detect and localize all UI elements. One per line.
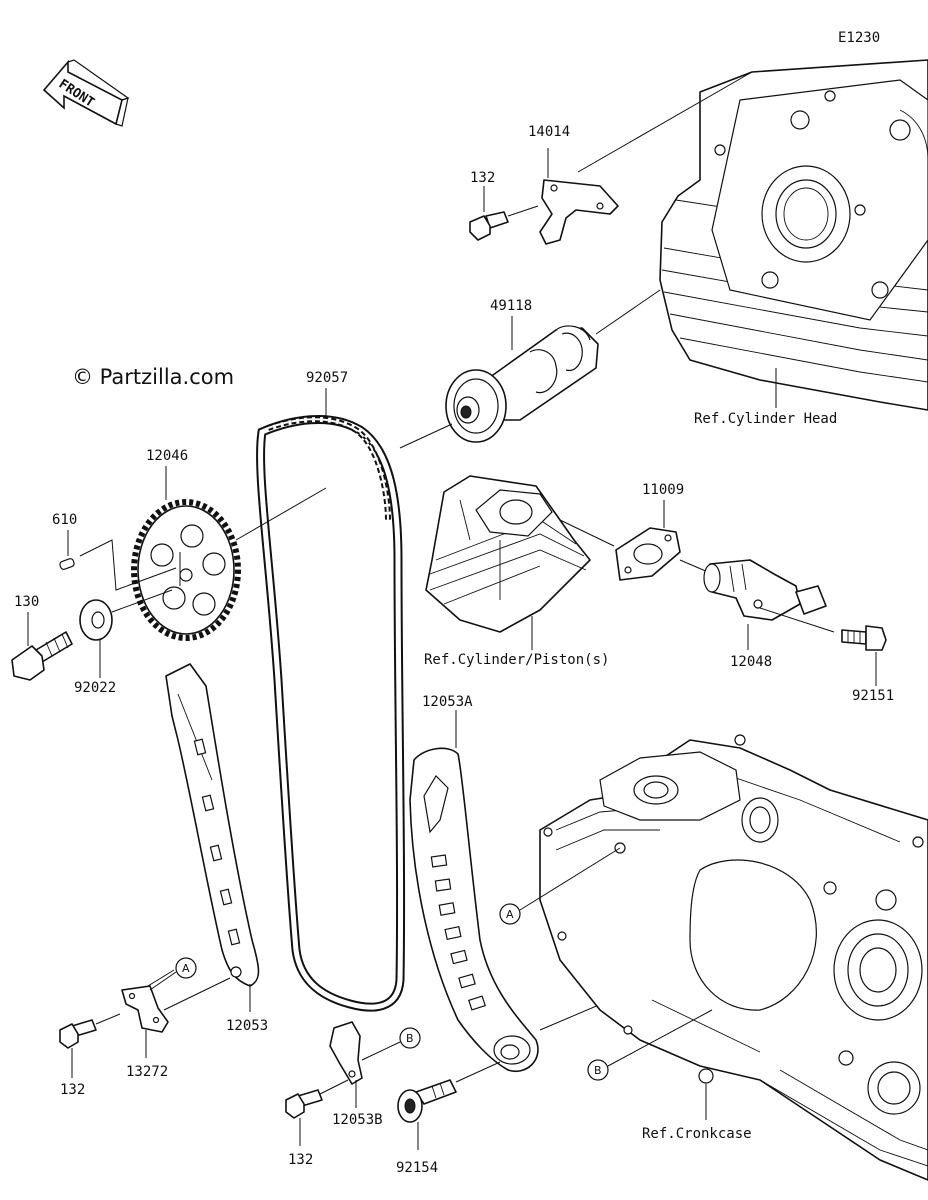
part-92022-washer [79,599,113,641]
part-12053a-chain-guide [409,747,539,1073]
part-label-92022: 92022 [74,680,116,696]
svg-text:A: A [506,908,514,921]
part-12046-cam-sprocket [131,499,241,641]
svg-text:B: B [406,1032,414,1045]
part-14014-cover-bracket [539,179,619,245]
part-label-92151: 92151 [852,688,894,704]
part-132-bolt-bottom [285,1089,323,1119]
front-arrow-icon: FRONT [42,59,130,127]
part-92057-cam-chain [256,415,406,1012]
diagram-code: E1230 [838,30,880,46]
part-label-13272: 13272 [126,1064,168,1080]
part-11009-gasket [615,527,681,581]
svg-text:B: B [594,1064,602,1077]
reference-marker-a-right: A [499,903,521,925]
part-label-610: 610 [52,512,77,528]
part-label-12048: 12048 [730,654,772,670]
part-12053-chain-guide [165,663,260,987]
crankcase-illustration [539,734,928,1181]
part-132-bolt-left [59,1019,97,1049]
part-label-12053: 12053 [226,1018,268,1034]
reference-marker-a-left: A [175,957,197,979]
part-label-11009: 11009 [642,482,684,498]
part-label-12053a: 12053A [422,694,473,710]
part-label-92154: 92154 [396,1160,438,1176]
part-12053b-bracket [329,1021,363,1085]
part-13272-plate [121,985,169,1033]
part-label-132-bottom: 132 [288,1152,313,1168]
part-label-132-top: 132 [470,170,495,186]
part-label-49118: 49118 [490,298,532,314]
part-label-12053b: 12053B [332,1112,383,1128]
part-130-bolt [11,631,73,681]
part-label-132-left: 132 [60,1082,85,1098]
cylinder-piston-illustration [425,475,591,633]
ref-cylinder-piston: Ref.Cylinder/Piston(s) [424,652,609,668]
cylinder-head-illustration [659,59,928,411]
ref-crankcase: Ref.Cronkcase [642,1126,752,1142]
part-92154-bolt [397,1079,457,1123]
part-12048-chain-tensioner [703,559,827,621]
part-610-dowel-pin [59,558,75,570]
svg-text:A: A [182,962,190,975]
part-label-12046: 12046 [146,448,188,464]
part-92151-bolt [841,625,887,651]
ref-cylinder-head: Ref.Cylinder Head [694,411,837,427]
part-label-92057: 92057 [306,370,348,386]
part-label-14014: 14014 [528,124,570,140]
part-132-bolt-top [469,211,509,241]
reference-marker-b-left: B [399,1027,421,1049]
reference-marker-b-right: B [587,1059,609,1081]
part-49118-camshaft [445,325,599,443]
partzilla-watermark: © Partzilla.com [72,365,234,389]
part-label-130: 130 [14,594,39,610]
